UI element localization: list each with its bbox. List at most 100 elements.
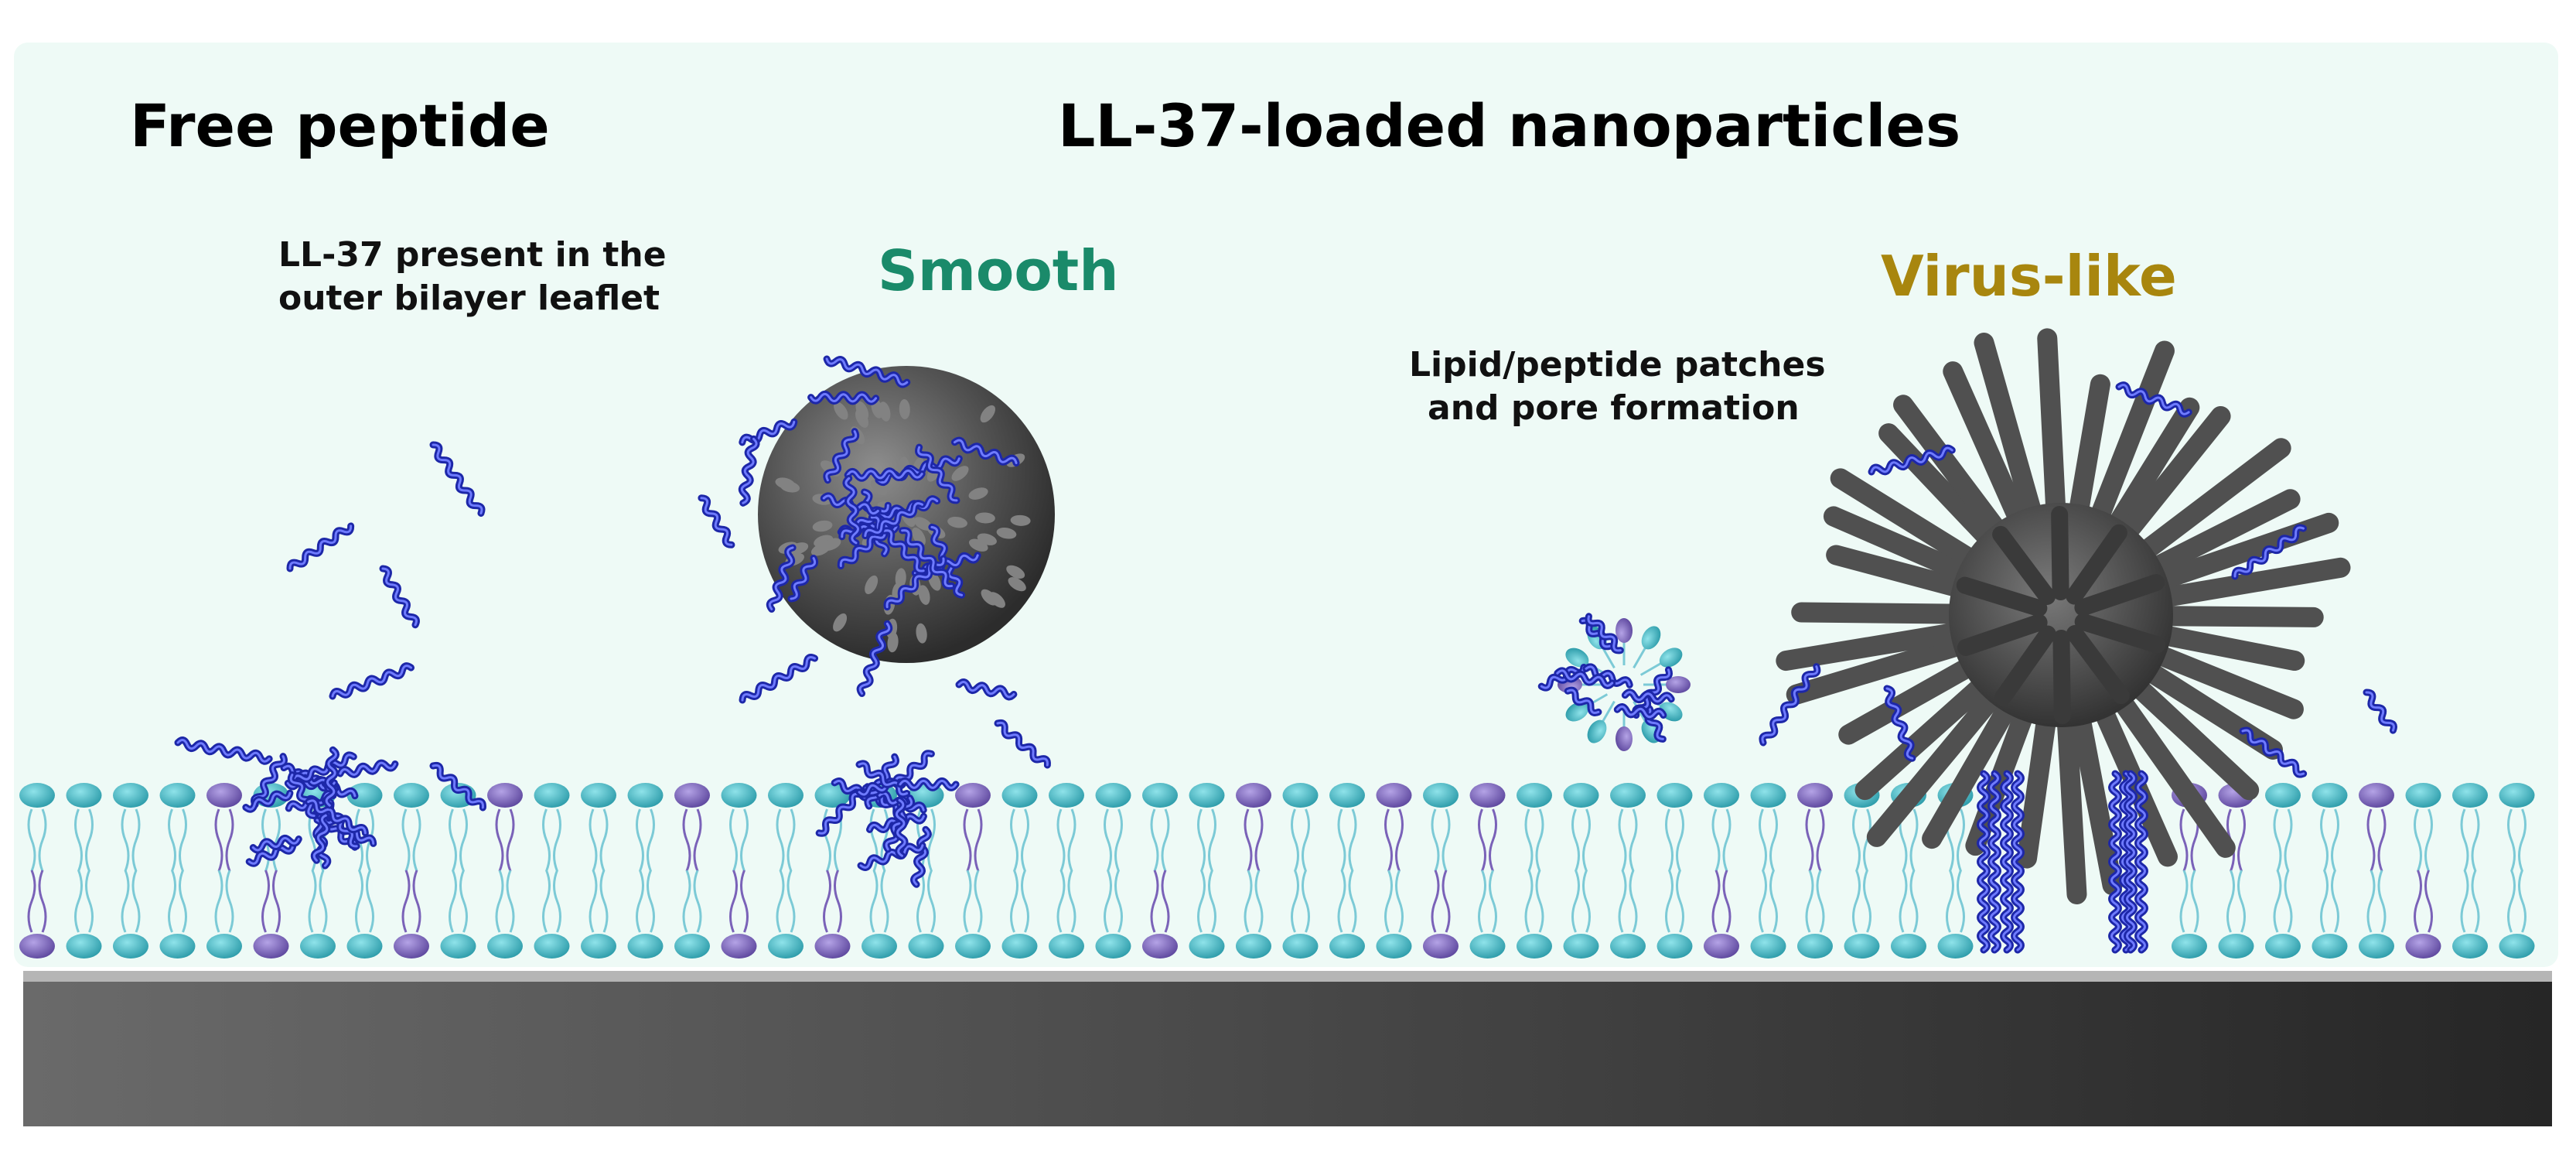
- lipid-molecule: [721, 783, 757, 959]
- ll37-peptide: [310, 802, 335, 864]
- ll37-peptide: [1640, 703, 1667, 743]
- spike: [2093, 700, 2178, 867]
- lipid-molecule: [1329, 783, 1365, 959]
- spike: [2154, 557, 2351, 608]
- solid-substrate: [23, 982, 2552, 1126]
- lipid-molecule: [1610, 783, 1646, 959]
- virus-like-label: Virus-like: [1881, 244, 2177, 309]
- ll37-peptide: [287, 771, 318, 820]
- outer-leaflet-annotation: LL-37 present in the outer bilayer leafl…: [278, 234, 804, 320]
- spike: [1826, 545, 1970, 599]
- ll37-peptide: [698, 494, 735, 548]
- ll37-peptide: [336, 759, 399, 778]
- ll37-peptide: [823, 428, 860, 484]
- ll37-peptide: [429, 761, 486, 812]
- spike: [2089, 340, 2175, 528]
- patch-headgroup: [1565, 702, 1589, 722]
- ll37-peptide: [2231, 524, 2307, 580]
- ll37-peptide: [856, 620, 893, 697]
- spike: [1791, 602, 1967, 624]
- ll37-peptide: [1868, 444, 1956, 476]
- ll37-peptide: [857, 842, 926, 871]
- spike: [1974, 333, 2043, 525]
- ll37-peptide: [2134, 770, 2148, 954]
- ll37-peptide: [322, 746, 339, 809]
- ll37-peptide: [766, 544, 797, 613]
- lipid-molecule: [1142, 783, 1178, 959]
- ll37-peptide: [994, 719, 1051, 769]
- spike: [1786, 634, 1971, 705]
- ll37-peptide: [950, 436, 1020, 467]
- ll37-peptide: [245, 842, 297, 867]
- ll37-peptide: [1564, 686, 1602, 716]
- ll37-peptide: [862, 500, 926, 540]
- substrate-surface: [23, 971, 2552, 982]
- ll37-peptide: [738, 435, 760, 507]
- ll37-peptide: [1585, 613, 1624, 654]
- spike: [1854, 674, 1994, 801]
- ll37-peptide: [739, 654, 819, 704]
- free-peptide-heading: Free peptide: [130, 91, 550, 160]
- lipid-molecule: [674, 783, 710, 959]
- lipid-molecule: [768, 783, 804, 959]
- ll37-peptide: [910, 825, 932, 888]
- ll37-peptide: [174, 736, 273, 765]
- ll37-peptide: [823, 355, 911, 388]
- lipid-molecule: [2405, 783, 2441, 959]
- lipid-molecule: [1423, 783, 1459, 959]
- ll37-peptide: [955, 678, 1018, 701]
- ll37-peptide: [915, 443, 960, 504]
- spike: [1943, 361, 2029, 530]
- smooth-label: Smooth: [878, 238, 1119, 303]
- lipid-molecule: [346, 783, 383, 959]
- lipid-molecule: [2452, 783, 2488, 959]
- patch-headgroup: [1587, 719, 1607, 743]
- ll37-peptide: [242, 789, 294, 813]
- lipid-molecule: [2499, 783, 2535, 959]
- ll37-peptide: [2124, 770, 2138, 954]
- spike: [2037, 328, 2066, 521]
- spike: [1922, 695, 2019, 849]
- virus-particle-body: [1949, 503, 2173, 727]
- lipid-molecule: [1704, 783, 1739, 959]
- smooth-nanoparticle: [698, 355, 1055, 888]
- lipid-molecule: [2265, 783, 2301, 959]
- ll37-peptide: [1977, 770, 1991, 954]
- lipid-molecule: [394, 783, 429, 959]
- ll37-peptide: [807, 390, 880, 405]
- patches-annotation: Lipid/peptide patches and pore formation: [1409, 343, 1966, 430]
- ll37-peptide: [892, 796, 909, 859]
- lipid-molecule: [66, 783, 102, 959]
- ll37-peptide: [1582, 663, 1633, 689]
- lipid-molecule: [534, 783, 570, 959]
- virus-like-nanoparticle: [1759, 328, 2397, 905]
- ll37-peptide: [787, 555, 819, 603]
- lipid-molecule: [1282, 783, 1319, 959]
- lipid-molecule: [627, 783, 664, 959]
- patches-line-2: and pore formation: [1428, 388, 1800, 428]
- spike: [2110, 690, 2236, 858]
- ll37-peptide: [842, 474, 862, 547]
- lipid-molecule: [955, 783, 991, 959]
- patch-headgroup: [1615, 618, 1633, 643]
- patch-headgroup: [1565, 648, 1589, 668]
- patch-headgroup: [1659, 648, 1683, 668]
- ll37-peptide: [2115, 381, 2192, 418]
- ll37-peptide: [899, 527, 956, 590]
- spike: [2068, 374, 2110, 522]
- spike: [2144, 489, 2301, 579]
- spike: [2155, 606, 2324, 627]
- patch-headgroup: [1641, 626, 1661, 650]
- lipid-molecule: [487, 783, 523, 959]
- lipid-molecule: [1189, 783, 1225, 959]
- background-panel: [14, 43, 2558, 967]
- lipid-molecule: [1797, 783, 1833, 959]
- ll37-peptide: [286, 522, 355, 572]
- outer-leaflet-line-2: outer bilayer leaflet: [278, 278, 660, 318]
- lipid-molecule: [1517, 783, 1552, 959]
- spike: [1893, 395, 2008, 542]
- spike: [2148, 644, 2304, 719]
- lipid-molecule: [1236, 783, 1271, 959]
- ll37-peptide: [844, 466, 926, 482]
